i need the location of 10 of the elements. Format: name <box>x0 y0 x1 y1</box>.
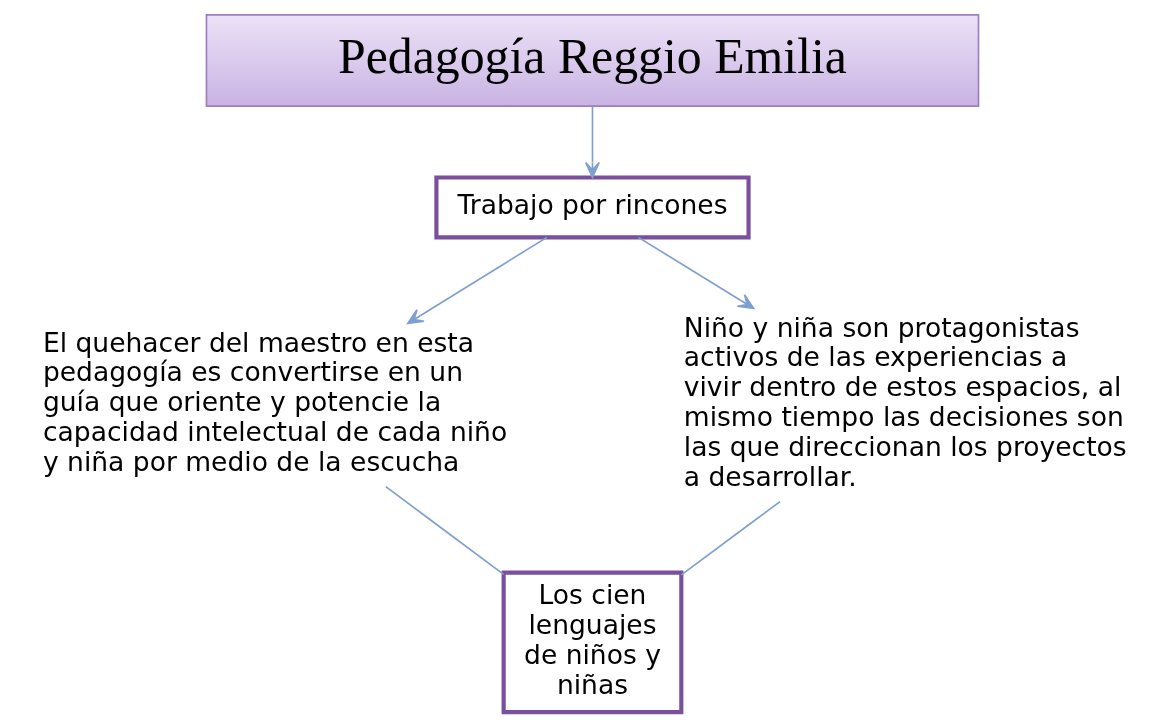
node-box: Pedagogía Reggio Emilia <box>205 14 979 107</box>
node-text: Niño y niña son protagonistas activos de las experiencias a vivir dentro de estos espacios, al mismo tiempo las decisiones son las que direccionan los proyectos a desarrollar. <box>683 311 1127 493</box>
node-box: Los cien lenguajes de niños y niñas <box>501 570 683 715</box>
arrow <box>637 236 754 310</box>
arrow <box>406 236 548 325</box>
node-box: Trabajo por rincones <box>433 175 751 240</box>
connector <box>680 500 781 576</box>
node-text: El quehacer del maestro en esta pedagogía es convertirse en un guía que oriente y potencie la capacidad intelectual de cada niño y niña por medio de la escucha <box>42 326 507 478</box>
connector <box>384 485 504 576</box>
arrow <box>584 105 600 179</box>
